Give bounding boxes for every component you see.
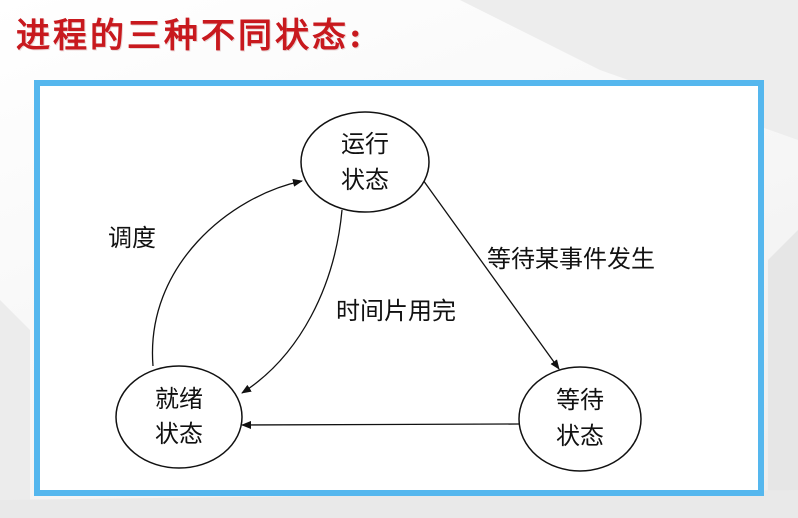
state-ready: 就绪 状态 [115,365,243,469]
edge-label-schedule: 调度 [108,224,156,252]
edge-schedule [151,178,303,367]
edge-wait-event [422,179,560,370]
state-waiting-line2: 状态 [556,422,604,450]
state-ready-line2: 状态 [155,420,203,448]
state-running: 运行 状态 [300,111,430,213]
edge-timeout [241,209,343,394]
state-running-line1: 运行 [341,130,389,158]
state-waiting: 等待 状态 [518,366,642,472]
state-waiting-line1: 等待 [556,386,604,414]
slide-title: 进程的三种不同状态: [16,16,365,56]
diagram-frame: 运行 状态 就绪 状态 等待 状态 调度 时间片用完 等待某事件发生 [34,80,764,496]
state-running-line2: 状态 [341,166,389,194]
edge-label-timeout: 时间片用完 [336,297,456,325]
state-ready-line1: 就绪 [155,385,203,413]
process-state-diagram: 运行 状态 就绪 状态 等待 状态 调度 时间片用完 等待某事件发生 [108,111,655,472]
edge-wakeup [241,420,520,429]
edge-label-wait-event: 等待某事件发生 [487,245,655,273]
